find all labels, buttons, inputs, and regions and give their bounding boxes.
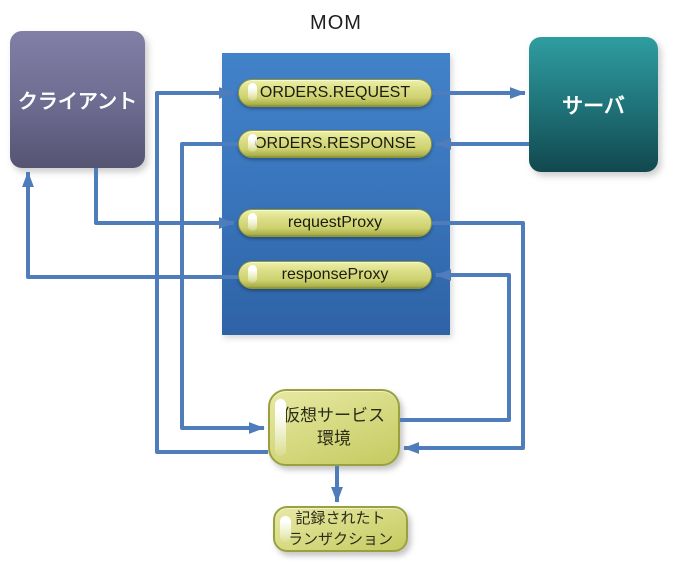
connector-responseproxy-to-client xyxy=(22,171,238,279)
connector-client-to-requestproxy xyxy=(94,168,235,229)
queue-orders-response-label: ORDERS.RESPONSE xyxy=(254,135,416,152)
queue-response-proxy: responseProxy xyxy=(238,261,432,289)
client-node: クライアント xyxy=(10,31,145,168)
vse-label-line1: 仮想サービス xyxy=(283,405,385,425)
queue-orders-request-label: ORDERS.REQUEST xyxy=(259,84,411,101)
recorded-label-line2: ランザクション xyxy=(287,531,393,548)
virtual-service-environment-node: 仮想サービス 環境 xyxy=(268,389,400,466)
client-label: クライアント xyxy=(17,91,138,113)
server-label: サーバ xyxy=(562,94,625,118)
queue-orders-request: ORDERS.REQUEST xyxy=(238,79,432,107)
queue-orders-response: ORDERS.RESPONSE xyxy=(238,130,432,158)
server-node: サーバ xyxy=(529,37,658,172)
vse-label-line2: 環境 xyxy=(317,428,351,448)
queue-response-proxy-label: responseProxy xyxy=(281,266,389,283)
recorded-label-line1: 記録されたト xyxy=(295,510,386,527)
mom-title: MOM xyxy=(310,12,362,34)
queue-request-proxy: requestProxy xyxy=(238,209,432,237)
recorded-transactions-node: 記録されたト ランザクション xyxy=(273,506,408,552)
queue-request-proxy-label: requestProxy xyxy=(287,214,383,231)
